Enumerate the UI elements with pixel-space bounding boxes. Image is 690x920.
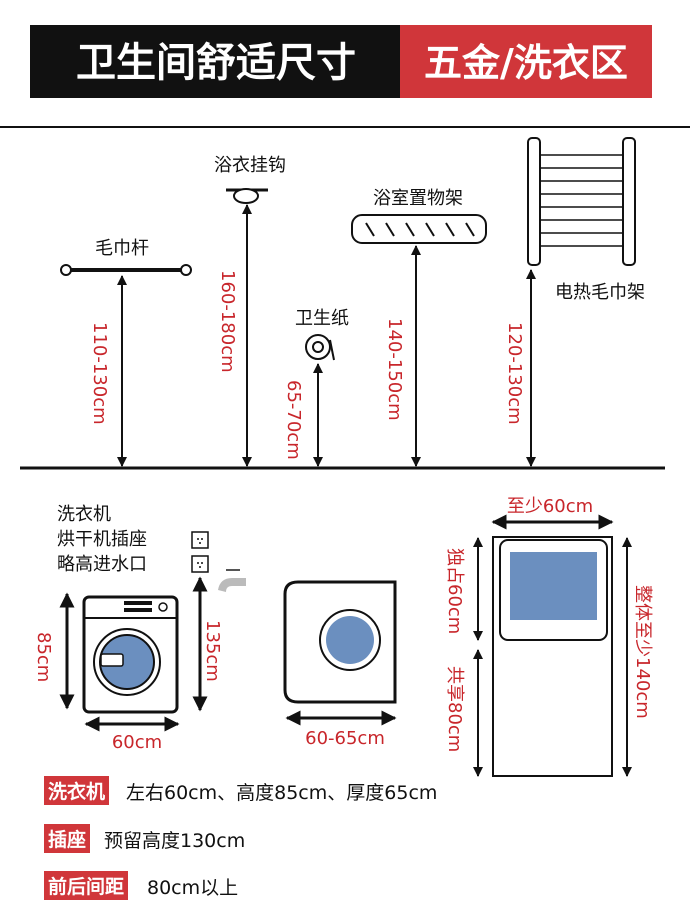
shared-depth: 共享80cm xyxy=(444,666,465,752)
note-tag-socket: 插座 xyxy=(44,824,91,853)
washer-width: 60cm xyxy=(112,732,162,753)
shelf-label: 浴室置物架 xyxy=(373,188,463,209)
exclusive-depth: 独占60cm xyxy=(444,548,465,634)
washer-height: 85cm xyxy=(33,632,54,682)
laundry-note-line2: 烘干机插座 xyxy=(57,529,147,550)
heated-towel-rack-icon xyxy=(527,137,636,266)
towel-bar-label: 毛巾杆 xyxy=(95,238,149,259)
plan-view-icon xyxy=(492,536,613,777)
socket-icon xyxy=(191,531,209,573)
washing-machine-icon xyxy=(82,595,179,714)
toilet-paper-icon xyxy=(305,334,335,361)
robe-hook-icon xyxy=(226,188,268,204)
shelf-icon xyxy=(351,214,487,244)
robe-hook-height: 160-180cm xyxy=(217,270,238,373)
towel-bar-icon xyxy=(60,264,192,276)
section-title: 五金/洗衣区 xyxy=(424,41,628,85)
socket-height: 135cm xyxy=(202,620,223,682)
towel-bar-height: 110-130cm xyxy=(89,322,110,425)
note-tag-spacing: 前后间距 xyxy=(44,871,129,900)
dryer-icon xyxy=(283,580,397,704)
laundry-note-line3: 略高进水口 xyxy=(57,554,147,575)
note-text-washer: 左右60cm、高度85cm、厚度65cm xyxy=(126,782,438,804)
total-depth: 整体至少140cm xyxy=(632,585,653,719)
dryer-width: 60-65cm xyxy=(305,728,385,749)
title-bar xyxy=(30,25,402,98)
note-tag-washer: 洗衣机 xyxy=(44,776,110,805)
laundry-note-line1: 洗衣机 xyxy=(57,504,111,525)
page-title: 卫生间舒适尺寸 xyxy=(76,40,356,86)
min-width: 至少60cm xyxy=(507,496,593,517)
toilet-paper-label: 卫生纸 xyxy=(295,308,349,329)
section-bar xyxy=(400,25,652,98)
heated-towel-rack-height: 120-130cm xyxy=(504,322,525,425)
robe-hook-label: 浴衣挂钩 xyxy=(214,155,286,176)
shelf-height: 140-150cm xyxy=(384,318,405,421)
faucet-icon xyxy=(218,569,246,592)
toilet-paper-height: 65-70cm xyxy=(283,380,304,460)
note-text-socket: 预留高度130cm xyxy=(104,830,246,852)
note-text-spacing: 80cm以上 xyxy=(147,877,239,899)
heated-towel-rack-label: 电热毛巾架 xyxy=(555,282,645,303)
